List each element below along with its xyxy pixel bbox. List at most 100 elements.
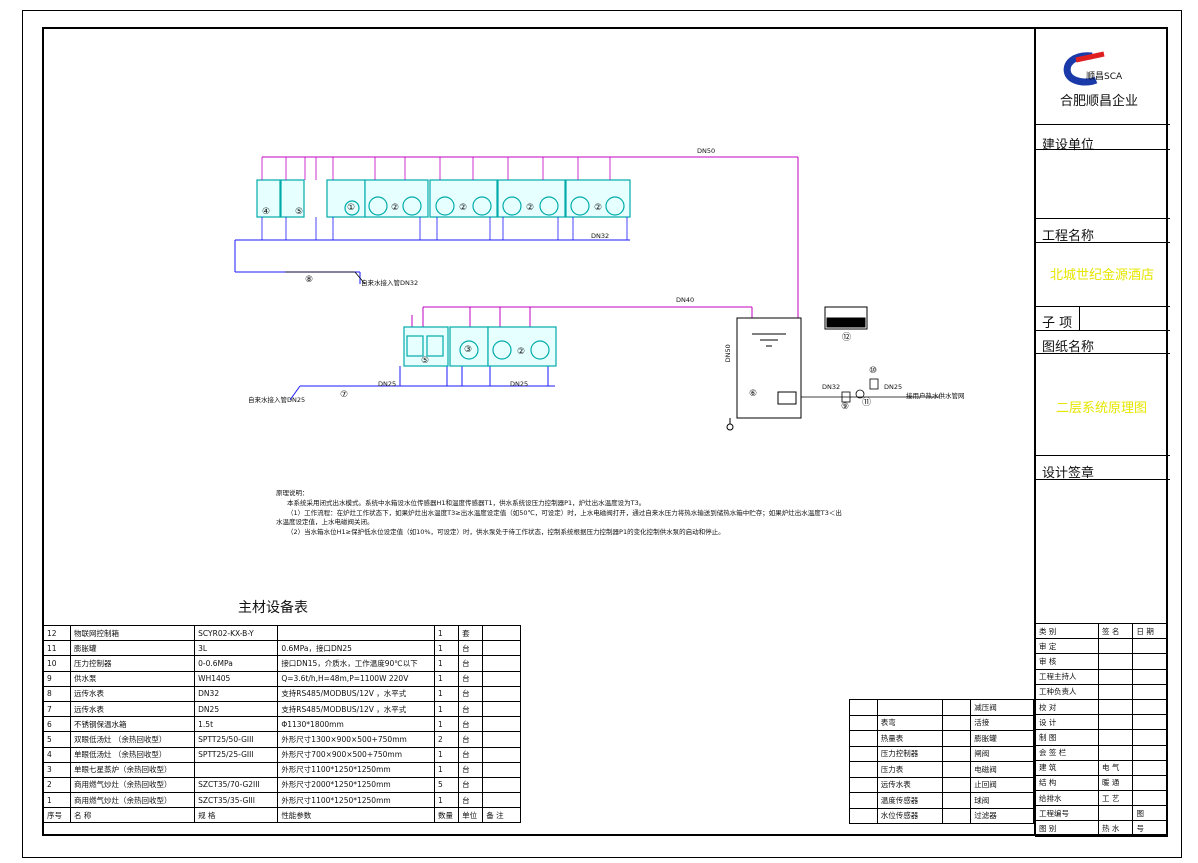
marker-2e: ② [517,347,526,357]
legend-label: 水位传感器 [876,807,944,824]
bom-cell [482,624,521,642]
bom-cell: 0.6MPa，接口DN25 [277,640,435,657]
legend-row: 压力表电磁阀 [849,761,1034,778]
control-box [824,306,868,330]
sign-row: 图 别热 水号 [1035,820,1168,837]
bom-cell: 10 [43,655,71,672]
bom-cell: 单眼低汤灶 （余热回收型） [69,746,196,763]
bom-cell: 套 [458,624,484,642]
marker-6: ⑥ [749,389,758,399]
bom-cell: 1 [433,700,460,718]
bom-header-cell: 性能参数 [277,807,435,824]
bom-cell: DN32 [194,685,279,702]
legend-row: 温度传感器球阀 [849,792,1034,809]
lower-supply-pipe [411,306,753,327]
legend-label: 活接 [970,714,1034,731]
notes-line2: （1）工作流程：在炉灶工作状态下，如果炉灶出水温度T3≥出水温度设定值（如50℃… [287,509,842,517]
bom-cell: 不锈钢保温水箱 [69,716,196,733]
bom-header-cell: 规 格 [194,807,279,824]
legend-row: 热量表膨胀罐 [849,730,1034,747]
pipe-dn50-top: DN50 [697,147,716,155]
bom-cell: 1 [433,761,460,778]
notes-line3: 水温度设定值，上水电磁阀关闭。 [276,518,374,526]
bom-cell: 2 [433,731,460,748]
bom-cell: 5 [433,776,460,794]
bom-cell: 台 [458,640,484,657]
bom-cell: 远传水表 [69,685,196,702]
legend-label: 减压阀 [970,699,1034,716]
bom-cell: 商用燃气炒灶（余热回收型） [69,776,196,794]
bom-cell [482,700,521,718]
bom-cell [482,640,521,657]
bom-cell: 1 [433,792,460,809]
company-brand: 顺昌SCA [1086,72,1123,82]
notes-line4: （2）当水箱水位H1≥保护低水位设定值（如10%，可设定）时，供水泵处于待工作状… [287,528,725,536]
legend-label: 温度传感器 [876,792,944,809]
bom-cell: Φ1130*1800mm [277,716,435,733]
legend-symbol [849,792,878,809]
bom-cell [194,761,279,778]
bom-cell: 台 [458,655,484,672]
legend-symbol [849,745,878,762]
bom-cell: 8 [43,685,71,702]
bom-cell: 台 [458,761,484,778]
bom-cell: 支持RS485/MODBUS/12V ，水平式 [277,700,435,718]
bom-cell [482,731,521,748]
bom-cell: 外形尺寸1100*1250*1250mm [277,792,435,809]
legend-label: 压力控制器 [876,745,944,762]
notes-heading: 原理说明： [276,489,309,497]
legend-symbol [942,730,972,747]
legend-row: 水位传感器过滤器 [849,807,1034,824]
signature-table: 类 别签 名日 期审 定审 核工程主持人工种负责人校 对设 计制 图会 签 栏建… [1035,622,1168,837]
legend-symbol [849,714,878,731]
bom-cell: 台 [458,776,484,794]
legend-symbol [942,776,972,793]
inlet-dn25-label: 自来水接入管DN25 [248,396,306,404]
bom-cell: 11 [43,640,71,657]
legend-label: 止回阀 [970,776,1034,793]
bom-cell [482,685,521,702]
bom-cell: 2 [43,776,71,794]
bom-cell: 1 [433,670,460,687]
bom-cell: DN25 [194,700,279,718]
lower-equipment-row [403,326,557,367]
sign-row: 给排水工 艺 [1035,790,1168,807]
upper-return-pipe [234,239,630,284]
bom-cell: 3 [43,761,71,778]
project-name-value: 北城世纪金源酒店 [1050,268,1155,283]
sign-row: 会 签 栏 [1035,744,1168,761]
bom-cell: 远传水表 [69,700,196,718]
bom-header-row: 序号名 称规 格性能参数数量单位备 注 [43,807,521,824]
marker-2b: ② [459,203,468,213]
bom-cell: SPTT25/50-GIII [194,731,279,748]
marker-12: ⑫ [842,333,852,343]
bom-cell: 3L [194,640,279,657]
bom-cell: 单眼七星蒸炉（余热回收型） [69,761,196,778]
bom-cell [482,655,521,672]
legend-symbol [942,714,972,731]
bom-header-cell: 数量 [433,807,460,824]
bom-cell: 台 [458,685,484,702]
bom-cell [482,670,521,687]
legend-label: 闸阀 [970,745,1034,762]
marker-2c: ② [526,203,535,213]
legend-symbol [942,745,972,762]
pipe-dn40: DN40 [676,296,695,304]
legend-label: 压力表 [876,761,944,778]
legend-row: 减压阀 [849,699,1034,716]
marker-5-lower: ⑤ [421,356,430,366]
sign-cell: 号 [1132,820,1168,837]
sub-item-label: 子 项 [1042,316,1073,331]
bom-cell: 外形尺寸700×900×500+750mm [277,746,435,763]
bom-cell: 台 [458,716,484,733]
bom-cell: 外形尺寸2000*1250*1250mm [277,776,435,794]
outer-border [22,10,1182,858]
upper-burners [344,196,625,216]
